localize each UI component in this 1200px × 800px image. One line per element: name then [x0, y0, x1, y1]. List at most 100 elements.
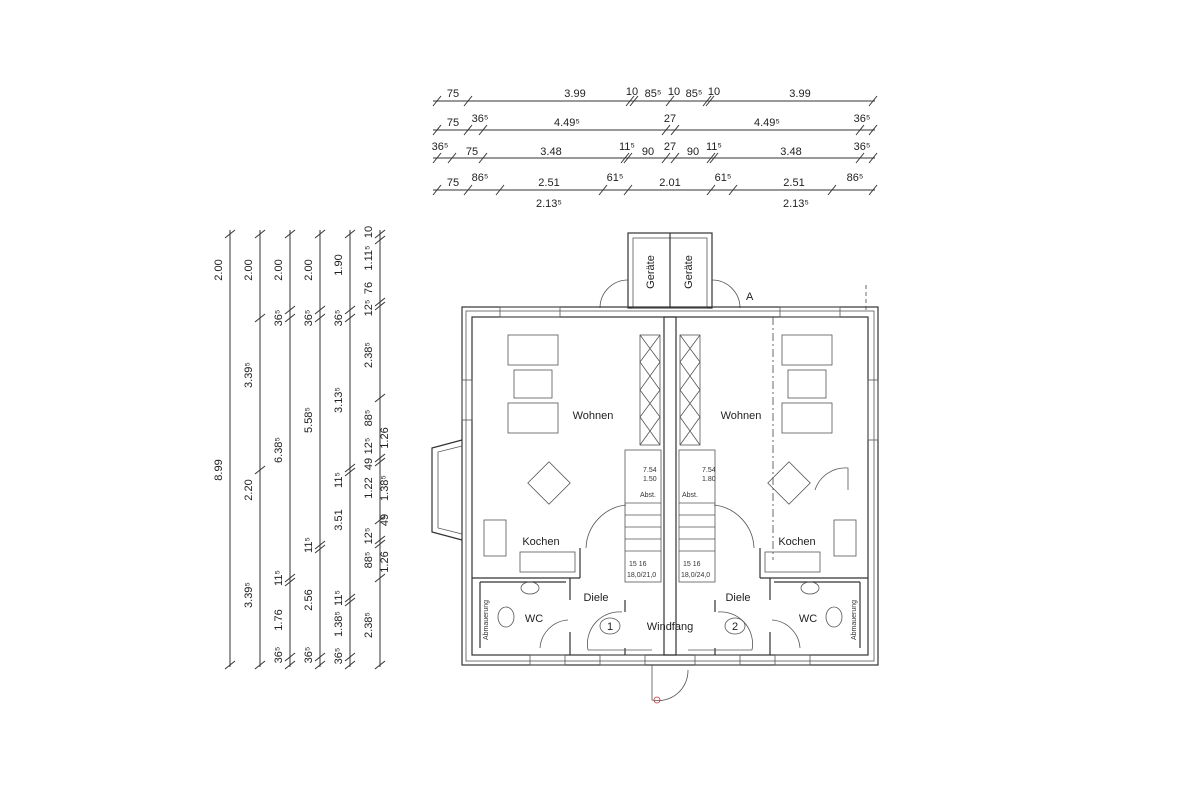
window — [774, 654, 811, 666]
kitchen-counter — [519, 551, 576, 573]
dimension-tick — [728, 184, 738, 196]
door-swing — [814, 467, 849, 491]
dim-label: 86⁵ — [847, 172, 864, 184]
dimension-tick — [344, 597, 356, 607]
dim-label: 2.51 — [538, 177, 559, 189]
bay-window-inner — [437, 445, 463, 535]
wall-kitchen-left — [472, 548, 581, 579]
dimension-tick — [706, 152, 716, 164]
outer-wall-layer — [465, 310, 875, 662]
dim-label: 61⁵ — [715, 172, 732, 184]
sofa — [507, 402, 559, 434]
dim-label: 27 — [664, 141, 676, 153]
sofa — [507, 334, 559, 366]
dimension-tick — [463, 124, 473, 136]
stair-label: 7.54 — [643, 467, 657, 474]
dimension-tick — [868, 124, 878, 136]
dimension-tick — [495, 184, 505, 196]
dimension-ticks — [224, 229, 386, 670]
dim-label: 3.48 — [540, 146, 561, 158]
coffee-table — [513, 369, 553, 399]
stair-steps — [625, 502, 715, 552]
door-swing — [771, 619, 801, 649]
toilet — [825, 606, 843, 628]
dim-label: 2.00 — [273, 259, 285, 280]
dimension-tick — [623, 184, 633, 196]
dimension-tick — [374, 660, 386, 670]
dimension-tick — [344, 313, 356, 323]
dim-label: 10 — [708, 86, 720, 98]
entrance-marker — [653, 696, 661, 704]
room-label-windfang: Windfang — [647, 621, 693, 633]
room-label-kochen: Kochen — [522, 536, 559, 548]
dimension-tick — [314, 229, 326, 239]
dimension-tick — [374, 301, 386, 311]
door-swing — [539, 619, 569, 649]
interior-walls — [472, 467, 868, 704]
dim-label: 2.56 — [303, 589, 315, 610]
dim-label: 85⁵ — [686, 88, 703, 100]
dim-label: 11⁵ — [273, 570, 285, 586]
sink — [520, 581, 540, 595]
stair-label: 15 16 — [683, 561, 701, 568]
sofa — [781, 402, 833, 434]
furniture — [483, 334, 857, 628]
dim-label: 36⁵ — [333, 648, 345, 665]
dimension-tick — [629, 95, 639, 107]
dim-label: 36⁵ — [854, 141, 871, 153]
room-label-wohnen: Wohnen — [573, 410, 614, 422]
dim-label: 2.13⁵ — [536, 198, 562, 210]
dimension-tick — [284, 229, 296, 239]
section-marker: A — [746, 291, 754, 303]
dimension-tick — [344, 305, 356, 315]
entrance-door — [651, 665, 689, 701]
dim-label: 86⁵ — [472, 172, 489, 184]
dimension-tick — [432, 184, 442, 196]
window — [694, 654, 741, 666]
dim-label: 12⁵ — [363, 438, 375, 455]
storage-shelf-left — [639, 334, 661, 446]
door-swing — [599, 279, 629, 309]
dimension-tick — [284, 573, 296, 583]
sink — [800, 581, 820, 595]
room-labels: Wohnen Wohnen Kochen Kochen Diele Diele … — [483, 410, 858, 640]
dim-label: 10 — [626, 86, 638, 98]
stair-label: Abst. — [682, 492, 698, 499]
dim-label: 2.00 — [213, 259, 225, 280]
dimension-tick — [620, 152, 630, 164]
dim-label: 1.38⁵ — [379, 475, 391, 501]
dim-label: 75 — [466, 146, 478, 158]
sofa — [781, 334, 833, 366]
dim-label: 36⁵ — [854, 113, 871, 125]
dimension-tick — [344, 660, 356, 670]
room-label-kochen: Kochen — [778, 536, 815, 548]
dimension-ticks — [432, 95, 878, 196]
room-label-diele: Diele — [725, 592, 750, 604]
unit-number: 2 — [732, 621, 738, 633]
door-swing — [711, 279, 741, 309]
room-label-abmauerung: Abmauerung — [483, 600, 490, 640]
dim-label: 36⁵ — [273, 310, 285, 327]
dimension-tick — [374, 453, 386, 463]
dimension-tick — [284, 577, 296, 587]
door-swing — [587, 611, 623, 651]
stair-label: 1.80 — [702, 476, 716, 483]
dim-label: 3.51 — [333, 509, 345, 530]
dim-label: 10 — [668, 86, 680, 98]
dim-label: 36⁵ — [273, 647, 285, 664]
kitchen-counter — [764, 551, 821, 573]
dim-label: 49 — [379, 514, 391, 526]
dimension-tick — [868, 95, 878, 107]
window — [779, 306, 841, 318]
dim-label: 2.00 — [243, 259, 255, 280]
dimension-tick — [374, 573, 386, 583]
unit-marker-circle — [599, 617, 621, 635]
dim-label: 11⁵ — [333, 590, 345, 606]
top-dimension-chain: 75 3.99 10 85⁵ 10 85⁵ 10 3.99 75 36⁵ 4.4… — [432, 86, 878, 210]
left-dimension-labels: 2.008.992.003.39⁵2.203.39⁵2.0036⁵6.38⁵11… — [213, 226, 391, 665]
dimension-tick — [478, 124, 488, 136]
stair-label: 1.50 — [643, 476, 657, 483]
dim-label: 3.39⁵ — [243, 362, 255, 388]
dim-label: 36⁵ — [333, 310, 345, 327]
